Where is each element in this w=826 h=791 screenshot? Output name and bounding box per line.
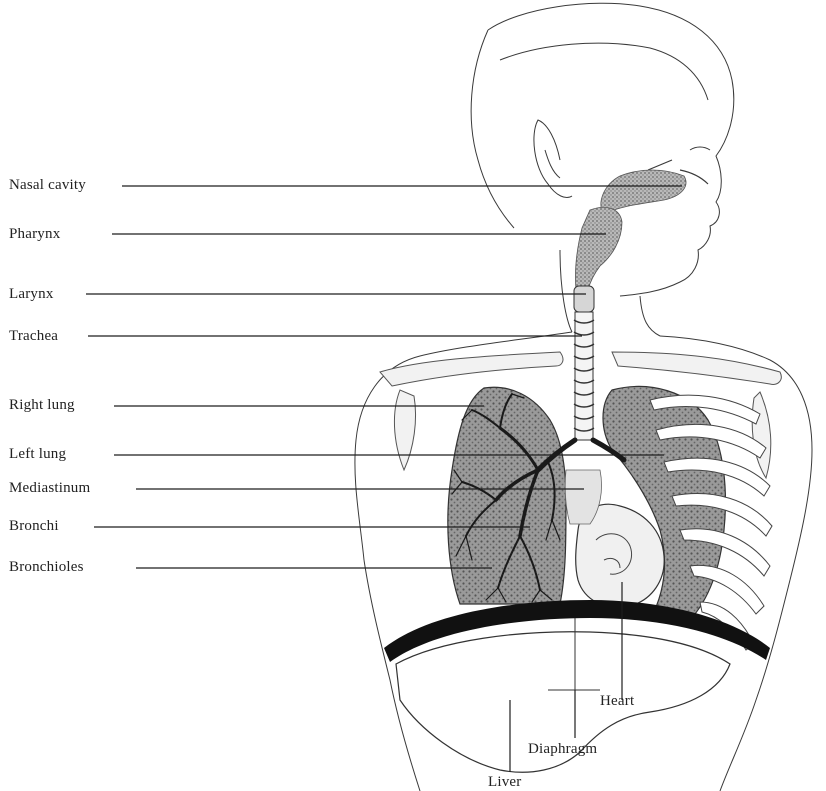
label-trachea: Trachea <box>9 329 58 344</box>
right-lung <box>448 387 575 604</box>
label-diaphragm: Diaphragm <box>528 742 597 757</box>
label-bronchi: Bronchi <box>9 519 59 534</box>
nasal-cavity-shape <box>601 170 686 214</box>
label-pharynx: Pharynx <box>9 227 60 242</box>
label-bronchioles: Bronchioles <box>9 560 84 575</box>
label-heart: Heart <box>600 694 634 709</box>
upper-airway <box>575 170 686 290</box>
label-left-lung: Left lung <box>9 447 66 462</box>
label-right-lung: Right lung <box>9 398 75 413</box>
label-larynx: Larynx <box>9 287 54 302</box>
label-mediastinum: Mediastinum <box>9 481 90 496</box>
label-liver: Liver <box>488 775 521 790</box>
label-nasal-cavity: Nasal cavity <box>9 178 86 193</box>
pharynx-shape <box>575 207 622 290</box>
trachea <box>574 286 594 440</box>
